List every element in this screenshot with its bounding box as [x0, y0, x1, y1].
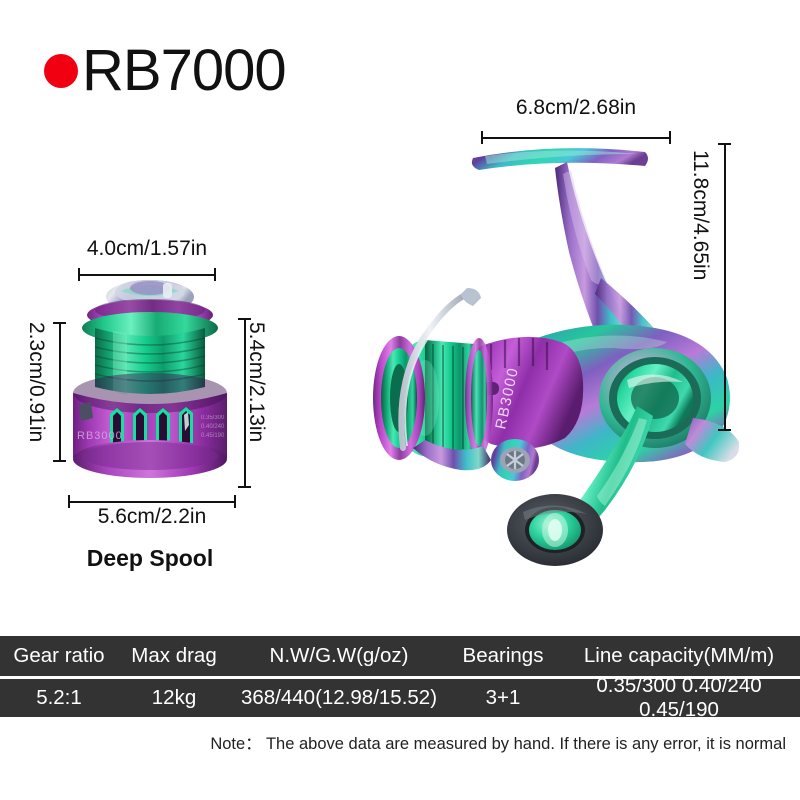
header-line-capacity: Line capacity(MM/m)	[583, 644, 775, 667]
fishing-reel-image: RB3000	[355, 130, 755, 575]
spool-caption: Deep Spool	[86, 545, 214, 571]
svg-text:0.35/300: 0.35/300	[201, 415, 225, 421]
header-net-gross-weight: N.W/G.W(g/oz)	[269, 644, 409, 667]
reel-height-dimension	[718, 143, 731, 431]
value-gear-ratio: 5.2:1	[36, 686, 82, 709]
product-model-title: RB7000	[82, 38, 287, 103]
value-net-gross-weight: 368/440(12.98/15.52)	[240, 686, 438, 709]
table-value-row: 5.2:1 12kg 368/440(12.98/15.52) 3+1 0.35…	[0, 674, 800, 721]
header-gear-ratio: Gear ratio	[13, 644, 105, 667]
spool-base-width-label: 5.6cm/2.2in	[97, 505, 207, 528]
spool-inner-height-label: 2.3cm/0.91in	[25, 322, 48, 443]
measurement-note: Note： The above data are measured by han…	[210, 735, 786, 753]
reel-width-label: 6.8cm/2.68in	[515, 96, 637, 119]
value-max-drag: 12kg	[151, 686, 197, 709]
svg-text:0.40/240: 0.40/240	[201, 424, 225, 430]
svg-text:0.45/190: 0.45/190	[201, 433, 225, 439]
deep-spool-image: RB3000 0.35/300 0.40/240 0.45/190	[55, 275, 245, 495]
spool-inner-height-dimension	[53, 322, 66, 462]
spool-top-width-dimension	[78, 268, 216, 281]
specification-table: Gear ratio Max drag N.W/G.W(g/oz) Bearin…	[0, 636, 800, 721]
spool-total-height-label: 5.4cm/2.13in	[245, 322, 268, 443]
spool-base-width-dimension	[68, 495, 236, 508]
reel-width-dimension	[481, 131, 671, 144]
spool-model-label: RB3000	[77, 430, 123, 442]
spool-total-height-dimension	[238, 318, 251, 488]
spool-top-width-label: 4.0cm/1.57in	[86, 237, 208, 260]
value-bearings: 3+1	[485, 686, 521, 709]
header-bearings: Bearings	[462, 644, 544, 667]
value-line-capacity: 0.35/300 0.40/240 0.45/190	[596, 674, 762, 721]
reel-height-label: 11.8cm/4.65in	[689, 150, 712, 281]
red-dot-icon	[44, 54, 78, 88]
table-divider	[0, 676, 800, 679]
table-header-row: Gear ratio Max drag N.W/G.W(g/oz) Bearin…	[0, 636, 800, 676]
header-max-drag: Max drag	[131, 644, 217, 667]
page-title: RB7000	[44, 38, 287, 103]
